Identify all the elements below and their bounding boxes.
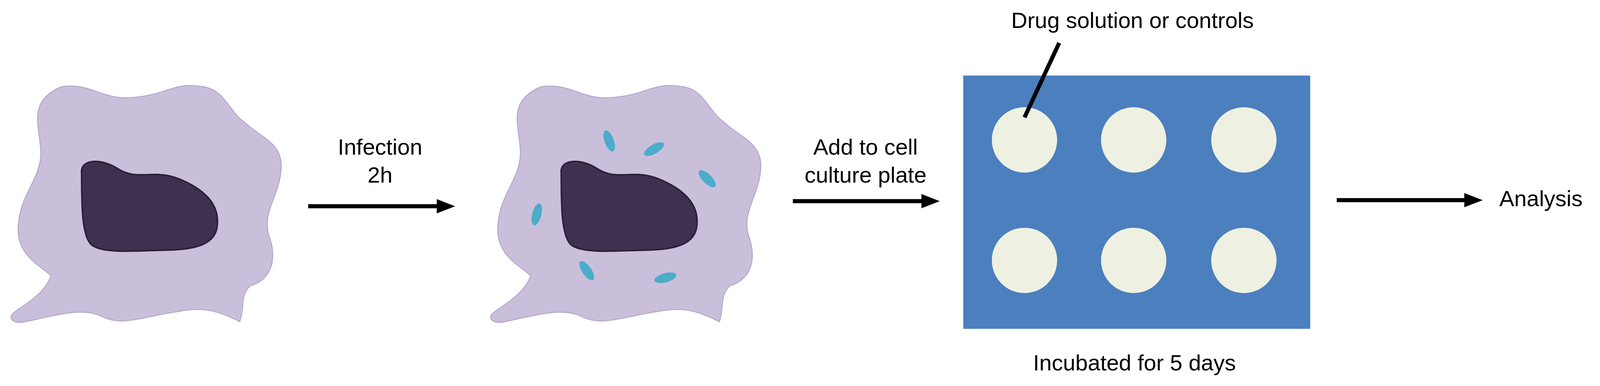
callout-label: Drug solution or controls (952, 6, 1313, 35)
uninfected-macrophage (11, 85, 282, 323)
infected-macrophage (490, 85, 761, 323)
culture-plate (963, 75, 1311, 329)
step-label: Infection 2h (332, 133, 428, 190)
parasites (529, 128, 719, 285)
leader-line (1024, 42, 1060, 118)
step-label: Add to cell culture plate (797, 133, 934, 190)
result-label: Analysis (1499, 184, 1596, 213)
plate-caption: Incubated for 5 days (954, 348, 1315, 377)
